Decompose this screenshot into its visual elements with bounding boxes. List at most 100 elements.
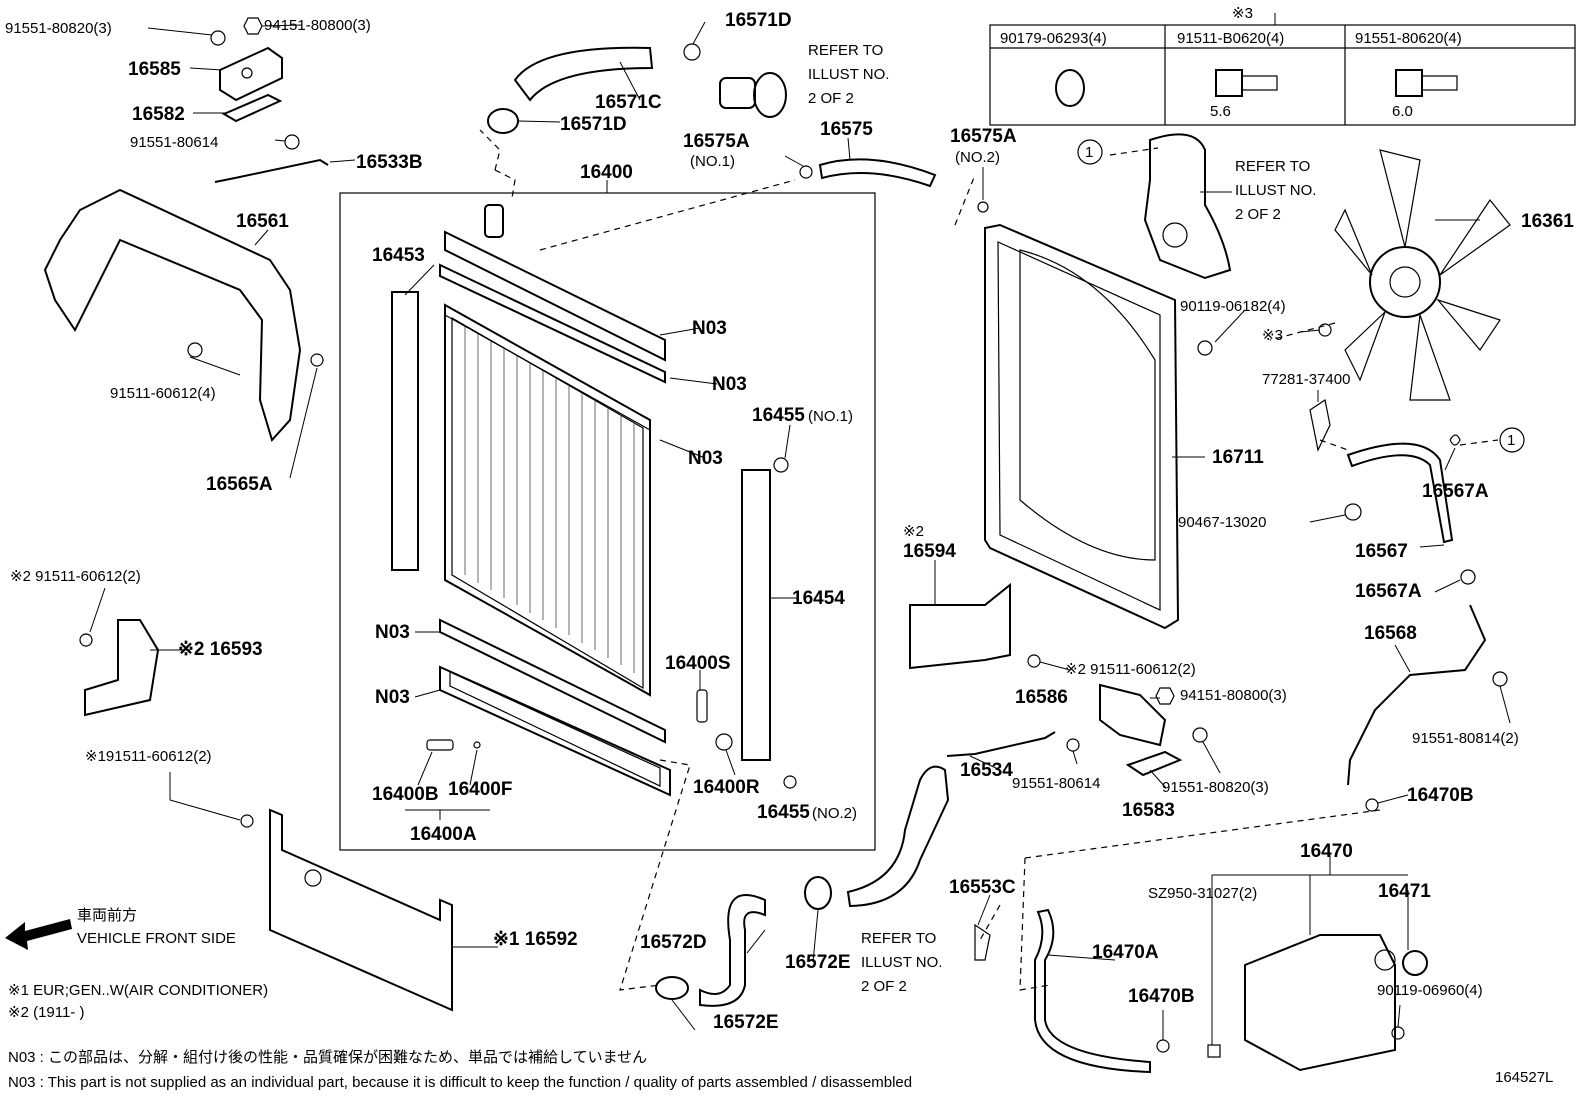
support-16533b [214,158,329,183]
label-16553c: 16553C [949,877,1016,898]
label-16567: 16567 [1355,541,1408,562]
label-16470b-b: 16470B [1128,986,1195,1007]
bracket-16585 [219,46,283,102]
legend-n03-en: N03 : This part is not supplied as an in… [8,1074,912,1091]
label-16470: 16470 [1300,841,1353,862]
label-16568: 16568 [1364,623,1417,644]
bracket-16583 [1125,750,1183,777]
label-16400r: 16400R [693,777,760,798]
label-16400a: 16400A [410,824,477,845]
clip-90467-13020 [1344,503,1362,521]
hose-16567 [1346,442,1454,544]
bolt-91551-80614-top [284,134,300,150]
label-91511-60612-2c: ※2 91511-60612(2) [1065,661,1196,678]
label-16594: 16594 [903,541,956,562]
bracket-16582 [221,93,283,123]
drain-cock-16400b [426,739,454,751]
label-91511-60612-2a: ※2 91511-60612(2) [10,568,141,585]
label-16534: 16534 [960,760,1013,781]
label-mark3: ※3 [1262,327,1283,344]
reservoir-16470 [1244,934,1396,1072]
label-16561: 16561 [236,211,289,232]
label-16453: 16453 [372,245,425,266]
label-16572e-a: 16572E [785,952,851,973]
bracket-16586 [1099,683,1167,747]
label-16400f: 16400F [448,779,512,800]
label-16592: ※1 16592 [493,929,578,950]
bolt-91551-80820-b [1192,727,1208,743]
label-91511-60612-4: 91511-60612(4) [110,385,216,402]
label-16572e-b: 16572E [713,1012,779,1033]
label-91511-60612-2b: ※191511-60612(2) [85,748,212,765]
ref-circle-1a [1077,139,1103,165]
thermostat-housing [719,72,787,118]
label-16470b-a: 16470B [1407,785,1474,806]
label-16575a-no2-sub: (NO.2) [955,149,1000,166]
pipe-16568 [1347,604,1487,786]
ref-circle-1b-text: 1 [1507,432,1515,449]
clip-16553c [974,923,991,961]
fan-shroud-16711 [984,223,1180,630]
label-91511-b0620: 91511-B0620(4) [1177,30,1284,47]
label-16470a: 16470A [1092,942,1159,963]
label-94151-80800-top: 94151-80800(3) [264,17,371,34]
label-sz950: SZ950-31027(2) [1148,885,1257,902]
label-16585: 16585 [128,59,181,80]
label-90179: 90179-06293(4) [1000,30,1107,47]
nut-94151-80800-top [243,17,263,35]
label-91551-80620: 91551-80620(4) [1355,30,1462,47]
radiator-bottom-tank [439,618,671,797]
label-16471: 16471 [1378,881,1431,902]
refer-2-line-3: 2 OF 2 [1235,206,1281,223]
seal-16561 [43,188,302,442]
legend-front-jp: 車両前方 [77,907,137,924]
clip-16565a [310,353,324,367]
reservoir-tank-assembly [1143,133,1232,280]
label-16455-no2-sub: (NO.2) [812,805,857,822]
legend-front-en: VEHICLE FRONT SIDE [77,930,236,947]
label-16455-no2: 16455 [757,802,810,823]
refer-3-line-1: REFER TO [861,930,936,947]
hose-16572d [699,894,766,1007]
plate-16593 [84,619,160,717]
hose-16571c [513,46,654,102]
label-16571c: 16571C [595,92,662,113]
label-16361: 16361 [1521,211,1574,232]
cap-16471 [1402,950,1428,976]
label-16572d: 16572D [640,932,707,953]
dashed-connection-lines [479,129,1499,991]
label-16400: 16400 [580,162,633,183]
o-ring-16400f [473,741,481,749]
clamp-16572e-a [804,876,832,910]
fastener-table [989,24,1576,126]
label-91551-80814: 91551-80814(2) [1412,730,1519,747]
cover-16592 [269,808,453,1012]
label-16582: 16582 [132,104,185,125]
label-dim-56: 5.6 [1210,103,1231,120]
bolt-91551-80814 [1492,671,1508,687]
side-plate-16454 [741,469,771,761]
legend-n03-jp: N03 : この部品は、分解・組付け後の性能・品質確保が困難なため、単品では補給… [8,1048,647,1066]
label-16593: ※2 16593 [178,639,263,660]
label-16565a: 16565A [206,474,273,495]
label-16454: 16454 [792,588,845,609]
clip-77281-37400 [1309,399,1331,452]
label-16533b: 16533B [356,152,423,173]
clamp-16470b-b [1156,1039,1170,1053]
front-arrow-icon [5,919,72,950]
clamp-16571d-top [683,43,701,61]
label-90119-06182: 90119-06182(4) [1180,298,1286,315]
support-16534 [946,731,1056,757]
hose-lower-refer [846,765,950,908]
fan-16361 [1334,149,1511,401]
label-16567a-b: 16567A [1355,581,1422,602]
nut-94151-80800-b [1155,687,1175,705]
label-16567a-a: 16567A [1422,481,1489,502]
refer-3-line-3: 2 OF 2 [861,978,907,995]
label-91551-80614-b: 91551-80614 [1012,775,1100,792]
bolt-16455-no2 [783,775,797,789]
legend-note-1: ※1 EUR;GEN..W(AIR CONDITIONER) [8,982,268,999]
diagram-id: 164527L [1495,1069,1553,1086]
label-16400s: 16400S [665,653,731,674]
